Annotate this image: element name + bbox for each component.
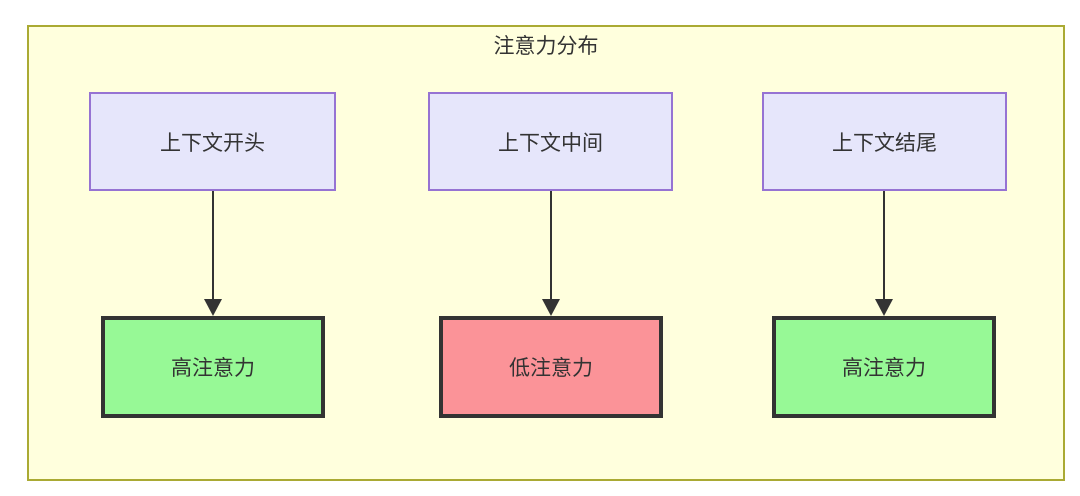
diagram-title: 注意力分布 xyxy=(493,35,599,58)
node-attention-high-end[interactable]: 高注意力 xyxy=(772,316,996,418)
node-label: 低注意力 xyxy=(509,357,593,380)
edge-context-start-to-attn-high-1 xyxy=(204,191,222,316)
node-label: 高注意力 xyxy=(842,357,926,380)
node-context-end[interactable]: 上下文结尾 xyxy=(762,92,1007,191)
node-label: 上下文中间 xyxy=(498,131,603,155)
node-attention-high-start[interactable]: 高注意力 xyxy=(101,316,325,418)
node-label: 高注意力 xyxy=(171,357,255,380)
node-context-middle[interactable]: 上下文中间 xyxy=(428,92,673,191)
node-label: 上下文开头 xyxy=(160,131,265,155)
edge-context-middle-to-attn-low xyxy=(542,191,560,316)
node-label: 上下文结尾 xyxy=(832,131,937,155)
node-context-start[interactable]: 上下文开头 xyxy=(89,92,336,191)
node-attention-low-middle[interactable]: 低注意力 xyxy=(439,316,663,418)
edge-context-end-to-attn-high-2 xyxy=(875,191,893,316)
